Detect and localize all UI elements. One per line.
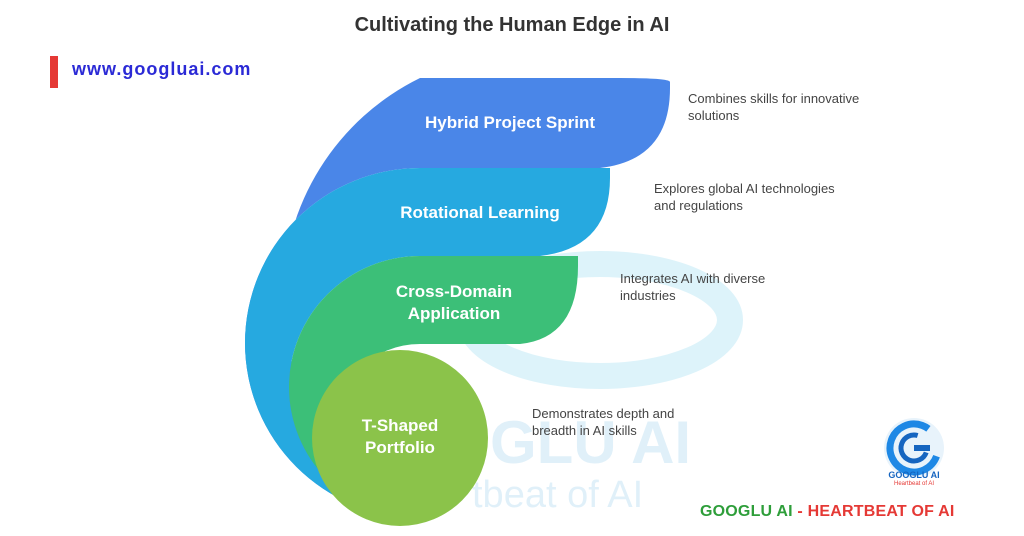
layer-shape-rotational-learning xyxy=(245,168,610,518)
logo-name: GOOGLU AI xyxy=(888,470,940,480)
layer-label-hybrid-project-sprint: Hybrid Project Sprint xyxy=(424,113,596,132)
layer-label-cross-domain-application: Cross-Domain Application xyxy=(395,282,513,323)
brand-footer: GOOGLU AI - HEARTBEAT OF AI xyxy=(700,503,955,521)
brand-tagline: - HEARTBEAT OF AI xyxy=(792,503,955,520)
layer-shape-cross-domain-application xyxy=(289,256,578,518)
description-rotational-learning: Explores global AI technologies and regu… xyxy=(654,181,835,213)
page-title: Cultivating the Human Edge in AI xyxy=(354,14,670,36)
description-cross-domain-application: Integrates AI with diverse industries xyxy=(620,271,766,303)
layer-shape-hybrid-project-sprint xyxy=(245,78,670,518)
layer-shape-t-shaped-portfolio xyxy=(312,350,488,526)
website-url: www.googluai.com xyxy=(72,59,252,79)
layer-label-t-shaped-portfolio: T-Shaped Portfolio xyxy=(361,416,439,457)
brand-name: GOOGLU AI xyxy=(700,503,793,520)
watermark-text-1: GLU AI xyxy=(490,409,692,476)
watermark-text-2: tbeat of AI xyxy=(472,474,644,516)
googlu-logo-icon xyxy=(884,418,944,478)
website-accent-bar xyxy=(50,56,58,88)
description-hybrid-project-sprint: Combines skills for innovative solutions xyxy=(688,91,860,123)
description-t-shaped-portfolio: Demonstrates depth and breadth in AI ski… xyxy=(532,406,675,438)
layer-label-rotational-learning: Rotational Learning xyxy=(400,203,560,222)
logo-tagline: Heartbeat of AI xyxy=(893,481,935,487)
